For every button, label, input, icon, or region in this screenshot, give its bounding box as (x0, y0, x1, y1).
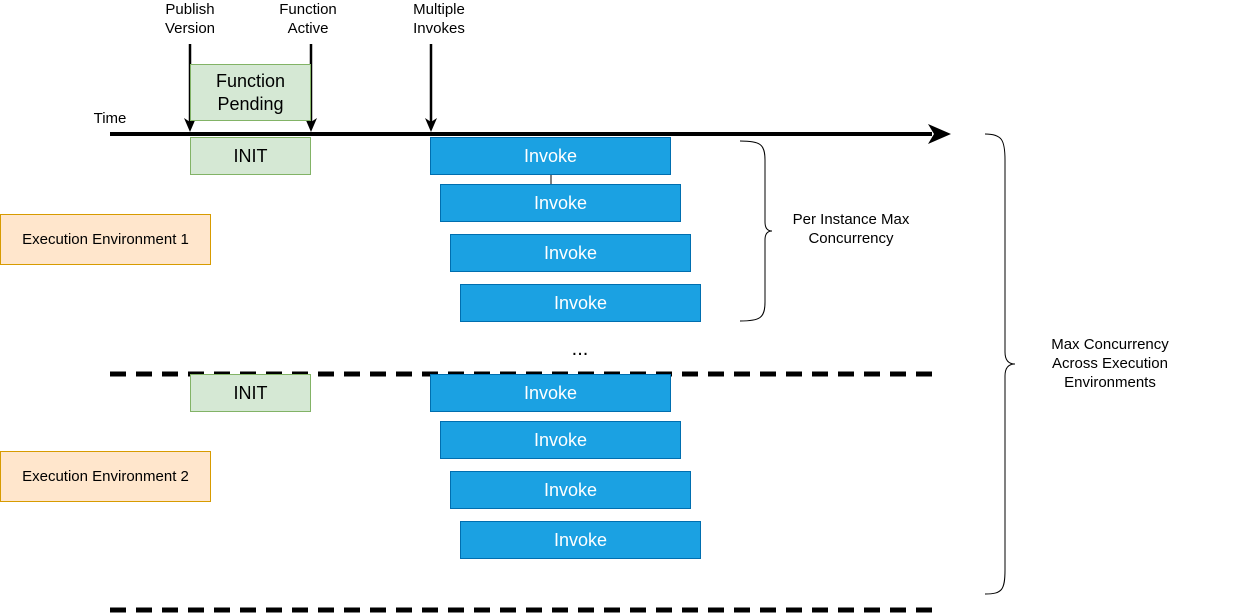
function-pending-box: Function Pending (190, 64, 311, 121)
function-pending-line-1: Function (215, 70, 286, 91)
publish-version-line-1: Publish (165, 1, 215, 18)
per-instance-brace (739, 140, 773, 322)
multiple-invokes-line-2: Invokes (413, 20, 465, 37)
env2-invoke-1: Invoke (430, 374, 671, 412)
env1-invoke-3: Invoke (450, 234, 691, 272)
env2-label-box: Execution Environment 2 (0, 451, 211, 502)
env2-invoke-4: Invoke (460, 521, 701, 559)
env2-invoke-3: Invoke (450, 471, 691, 509)
env1-invoke-2: Invoke (440, 184, 681, 222)
env1-label-box: Execution Environment 1 (0, 214, 211, 265)
env2-invoke-2: Invoke (440, 421, 681, 459)
multiple-invokes-label: Multiple Invokes (399, 0, 479, 38)
publish-version-arrowhead (184, 118, 196, 132)
per-instance-line-2: Concurrency (808, 230, 894, 247)
function-active-line-1: Function (279, 1, 337, 18)
max-concurrency-label: Max Concurrency Across Execution Environ… (1030, 335, 1190, 392)
multiple-invokes-line-1: Multiple (413, 1, 465, 18)
function-active-label: Function Active (268, 0, 348, 38)
env2-init-box: INIT (190, 374, 311, 412)
function-active-arrowhead (305, 118, 317, 132)
more-invokes-ellipsis: ... (571, 338, 589, 360)
time-label: Time (93, 110, 127, 127)
env1-init-box: INIT (190, 137, 311, 175)
function-active-line-2: Active (287, 20, 329, 37)
publish-version-label: Publish Version (150, 0, 230, 38)
per-instance-line-1: Per Instance Max (792, 211, 910, 228)
publish-version-line-2: Version (164, 20, 216, 37)
max-concurrency-brace (984, 133, 1016, 595)
env1-invoke-4: Invoke (460, 284, 701, 322)
max-concurrency-line-1: Max Concurrency (1051, 336, 1169, 353)
time-axis-arrowhead (928, 124, 951, 144)
max-concurrency-line-3: Environments (1064, 374, 1156, 391)
per-instance-label: Per Instance Max Concurrency (776, 210, 926, 248)
function-pending-line-2: Pending (217, 93, 284, 114)
max-concurrency-line-2: Across Execution (1052, 355, 1168, 372)
env1-invoke-1: Invoke (430, 137, 671, 175)
multiple-invokes-arrowhead (425, 118, 437, 132)
